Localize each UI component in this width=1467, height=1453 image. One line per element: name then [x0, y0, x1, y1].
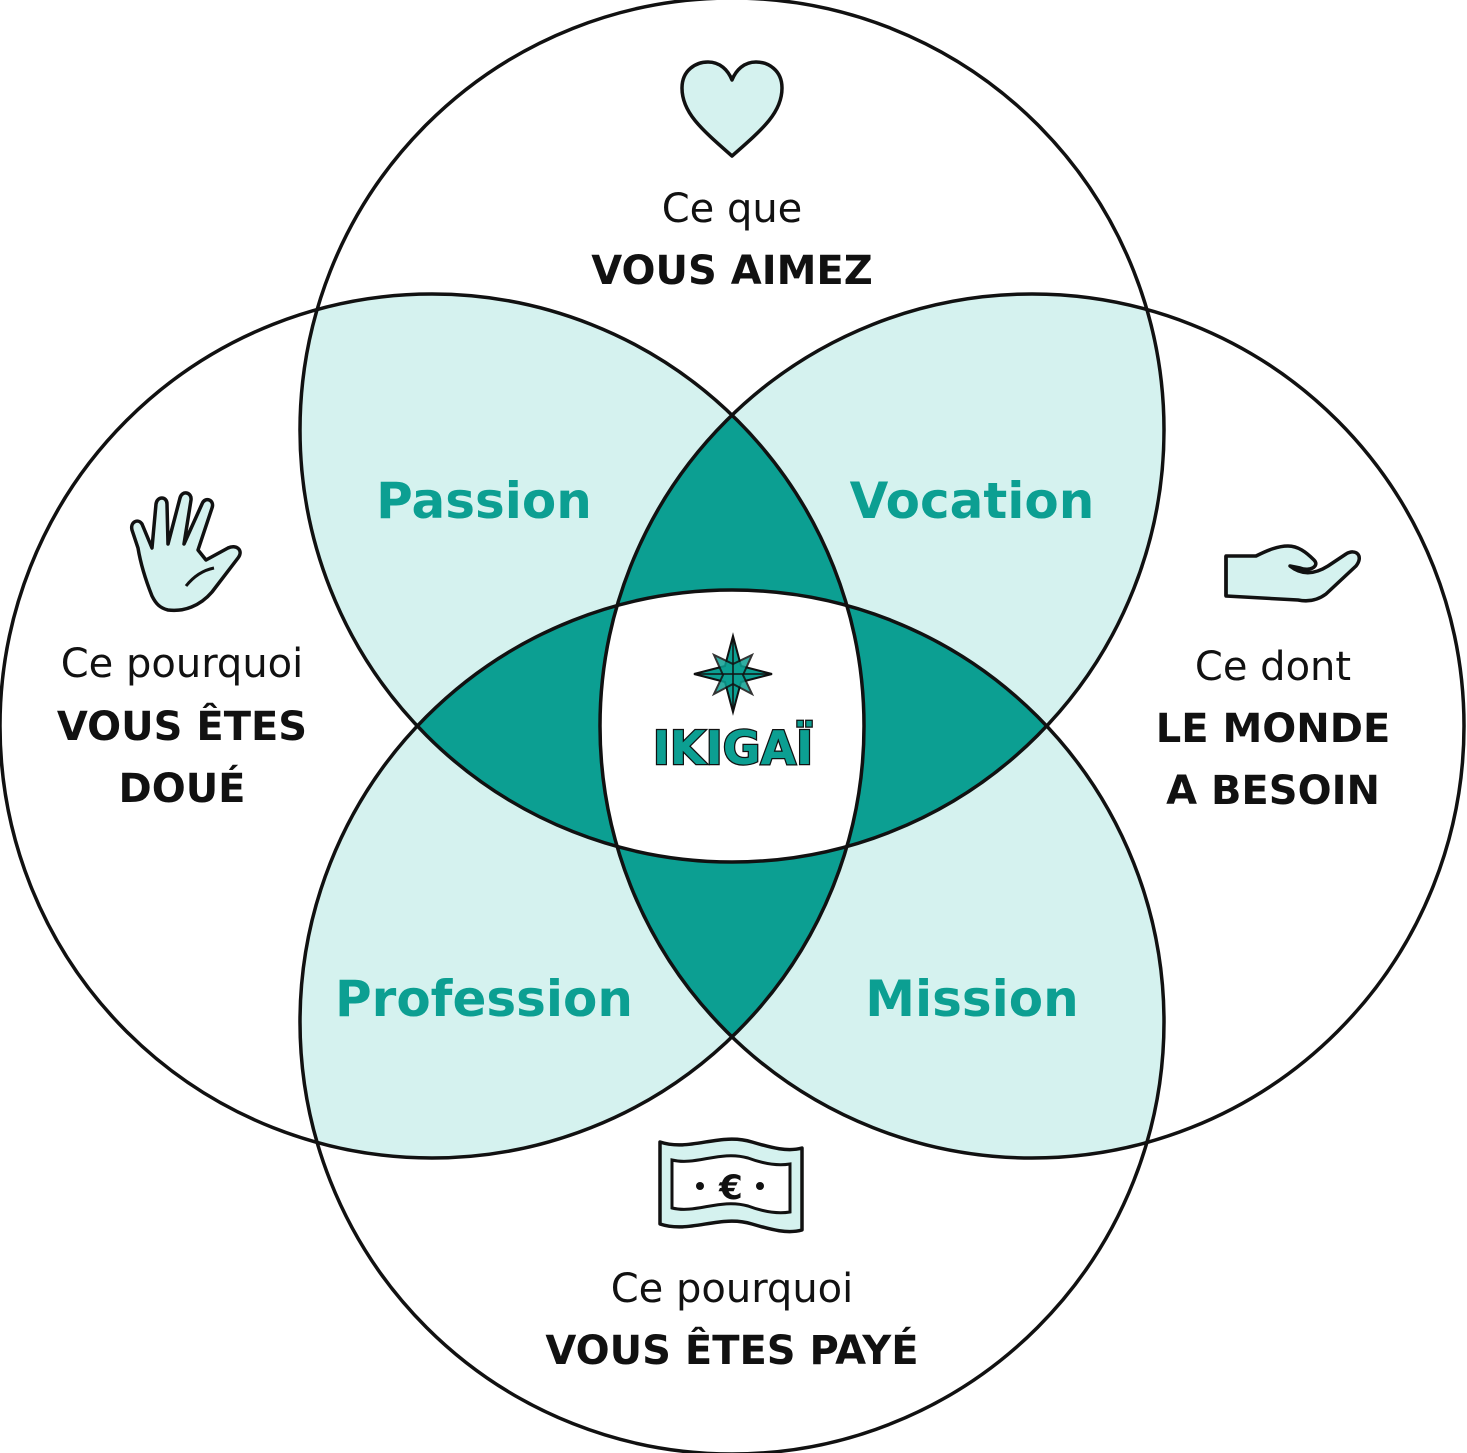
circle-top-outline — [298, 0, 1166, 864]
left-title-line-1: VOUS ÊTES — [57, 702, 307, 750]
raised-hand-icon — [129, 491, 242, 613]
top-intro-text: Ce que — [662, 186, 803, 232]
region-profession-label: Profession — [335, 970, 633, 1028]
top-title-text: VOUS AIMEZ — [591, 248, 872, 294]
right-title-line-2: A BESOIN — [1166, 768, 1380, 814]
heart-icon — [680, 60, 784, 158]
circle-left-outline — [0, 292, 866, 1160]
svg-text:€: € — [718, 1168, 743, 1208]
circle-bottom-outline — [298, 588, 1166, 1453]
euro-banknote-icon: € — [658, 1137, 804, 1234]
open-palm-icon — [1224, 544, 1361, 603]
region-vocation-label: Vocation — [850, 472, 1095, 530]
region-passion-label: Passion — [376, 472, 592, 530]
bottom-intro-text: Ce pourquoi — [611, 1266, 854, 1312]
bottom-title-text: VOUS ÊTES PAYÉ — [545, 1326, 918, 1374]
left-title-line-2: DOUÉ — [118, 764, 245, 812]
right-title-line-1: LE MONDE — [1156, 706, 1391, 752]
left-intro-text: Ce pourquoi — [61, 641, 304, 687]
region-mission-label: Mission — [865, 970, 1079, 1028]
right-intro-text: Ce dont — [1195, 644, 1351, 690]
compass-star-icon — [693, 632, 773, 716]
ikigai-center-label: IKIGAÏ — [653, 721, 813, 775]
circle-right-outline — [598, 292, 1466, 1160]
